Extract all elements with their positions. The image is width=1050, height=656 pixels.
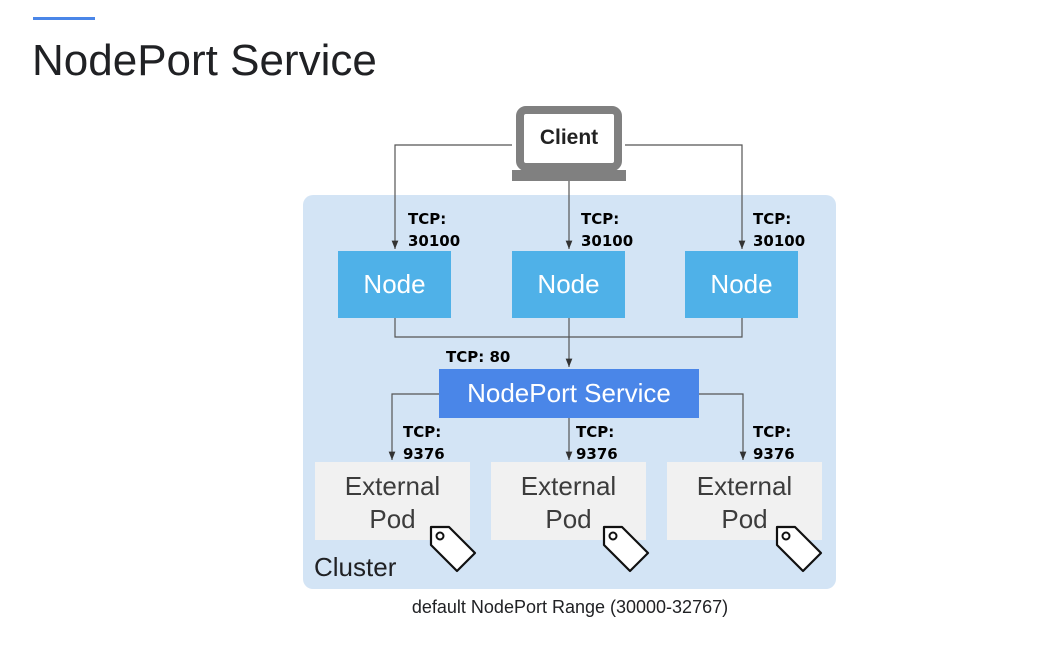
wire-service-pod-3 — [699, 393, 747, 460]
client-label: Client — [539, 126, 599, 149]
node-1: Node — [338, 251, 451, 318]
node-3-port-label: TCP:30100 — [753, 210, 806, 250]
node-3: Node — [685, 251, 798, 318]
wire-client-node-3 — [625, 144, 746, 249]
node-1-port-label: TCP:30100 — [408, 210, 461, 250]
title-accent-line — [33, 17, 95, 20]
service-port-label: TCP: 80 — [446, 348, 511, 366]
tag-icon — [429, 525, 477, 573]
footer-caption: default NodePort Range (30000-32767) — [411, 597, 729, 617]
pod-1-port-label: TCP:9376 — [403, 423, 445, 463]
cluster-label: Cluster — [314, 552, 397, 582]
node-2-port-label: TCP:30100 — [581, 210, 634, 250]
tag-icon — [602, 525, 650, 573]
nodeport-service: NodePort Service — [439, 369, 699, 418]
tag-icon — [775, 525, 823, 573]
pod-2-port-label: TCP:9376 — [576, 423, 618, 463]
page-title: NodePort Service — [32, 36, 377, 85]
laptop-icon — [512, 106, 626, 181]
wire-client-node-1 — [391, 144, 512, 249]
node-2: Node — [512, 251, 625, 318]
wire-service-pod-1 — [388, 393, 439, 460]
pod-3-port-label: TCP:9376 — [753, 423, 795, 463]
